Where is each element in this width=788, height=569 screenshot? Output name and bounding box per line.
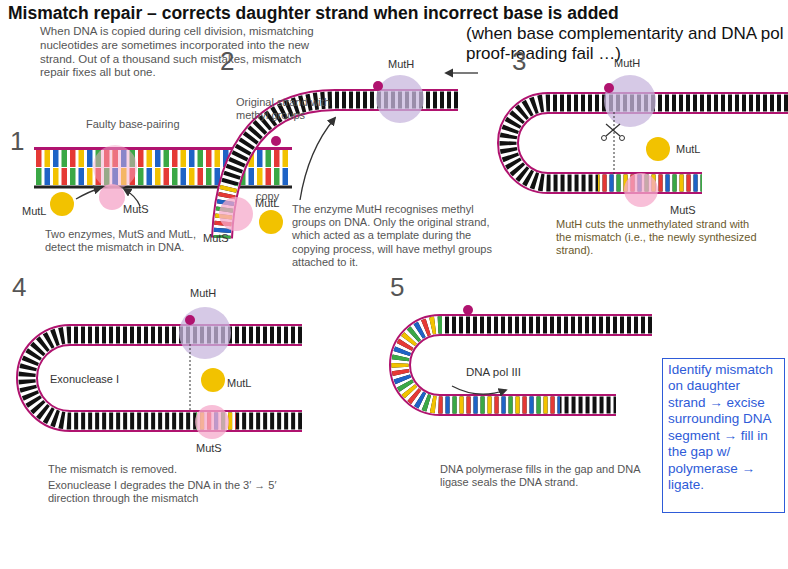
arrow [300, 118, 335, 200]
methyl-group [271, 136, 281, 146]
enzyme-label: Exonuclease I [50, 373, 119, 386]
step-caption: DNA polymerase fills in the gap and DNA … [440, 463, 640, 489]
methyl-group [604, 83, 614, 93]
step-caption: Two enzymes, MutS and MutL, detect the m… [45, 228, 210, 254]
muts-enzyme [219, 197, 253, 231]
muth-enzyme [604, 75, 656, 127]
muts-enzyme [99, 184, 125, 210]
mismatch-highlight [93, 145, 137, 189]
dna-panel-5 [400, 305, 652, 405]
strand-label: Original strand with methyl groups [236, 96, 340, 122]
cut-line [614, 112, 615, 176]
mutl-enzyme [201, 368, 225, 392]
mutl-enzyme [646, 137, 670, 161]
step-caption: The mismatch is removed. [48, 463, 177, 476]
enzyme-label: MutS [196, 442, 222, 455]
enzyme-label: MutS [203, 232, 229, 245]
step-number: 5 [390, 272, 404, 303]
step-number: 1 [10, 126, 24, 157]
dna-panel-3 [508, 75, 788, 207]
enzyme-label: MutL [255, 197, 279, 210]
methyl-group [373, 81, 383, 91]
dna-strand [27, 335, 302, 421]
arrow [452, 386, 506, 394]
new-bases [400, 325, 652, 405]
step-caption: MutH cuts the unmethylated strand with t… [556, 218, 761, 258]
methyl-group [185, 315, 195, 325]
enzyme-label: MutH [190, 287, 216, 300]
arrow [76, 188, 101, 199]
base-pairs [27, 335, 302, 421]
step-number: 3 [512, 46, 526, 77]
box-text: Identify mismatch on daughter strand → e… [668, 362, 779, 494]
step-caption: Exonuclease I degrades the DNA in the 3′… [48, 479, 278, 505]
dna-strand [400, 325, 652, 405]
muth-enzyme [179, 307, 231, 359]
enzyme-label: MutL [22, 205, 46, 218]
step-number: 2 [220, 46, 234, 77]
scissors-symbol [602, 124, 625, 141]
muts-enzyme [195, 405, 229, 439]
enzyme-label: MutH [388, 58, 414, 71]
mutl-enzyme [50, 192, 74, 216]
enzyme-label: MutL [227, 377, 251, 390]
step-caption: The enzyme MutH recognises methyl groups… [292, 203, 502, 269]
base-pairs [400, 325, 652, 405]
copy-strand [34, 186, 292, 189]
dna-strand [27, 335, 302, 421]
enzyme-label: MutL [676, 143, 700, 156]
enzyme-label: DNA pol III [466, 366, 521, 380]
enzyme-label: MutS [123, 203, 149, 216]
methyl-group [463, 305, 473, 315]
muts-enzyme [624, 173, 658, 207]
mutl-enzyme [259, 210, 283, 234]
dna-panel-4 [27, 307, 302, 439]
intro-text: When DNA is copied during cell division,… [40, 25, 325, 80]
cut-line [190, 344, 191, 412]
callout-label: Faulty base-pairing [86, 118, 180, 131]
dna-strand [400, 325, 652, 405]
muth-enzyme [376, 75, 424, 123]
enzyme-label: MutS [670, 204, 696, 217]
summary-box: Identify mismatch on daughter strand → e… [662, 358, 785, 513]
arrow [446, 72, 478, 73]
step-number: 4 [12, 272, 26, 303]
enzyme-label: MutH [614, 57, 640, 70]
title: Mismatch repair – corrects daughter stra… [8, 3, 619, 24]
